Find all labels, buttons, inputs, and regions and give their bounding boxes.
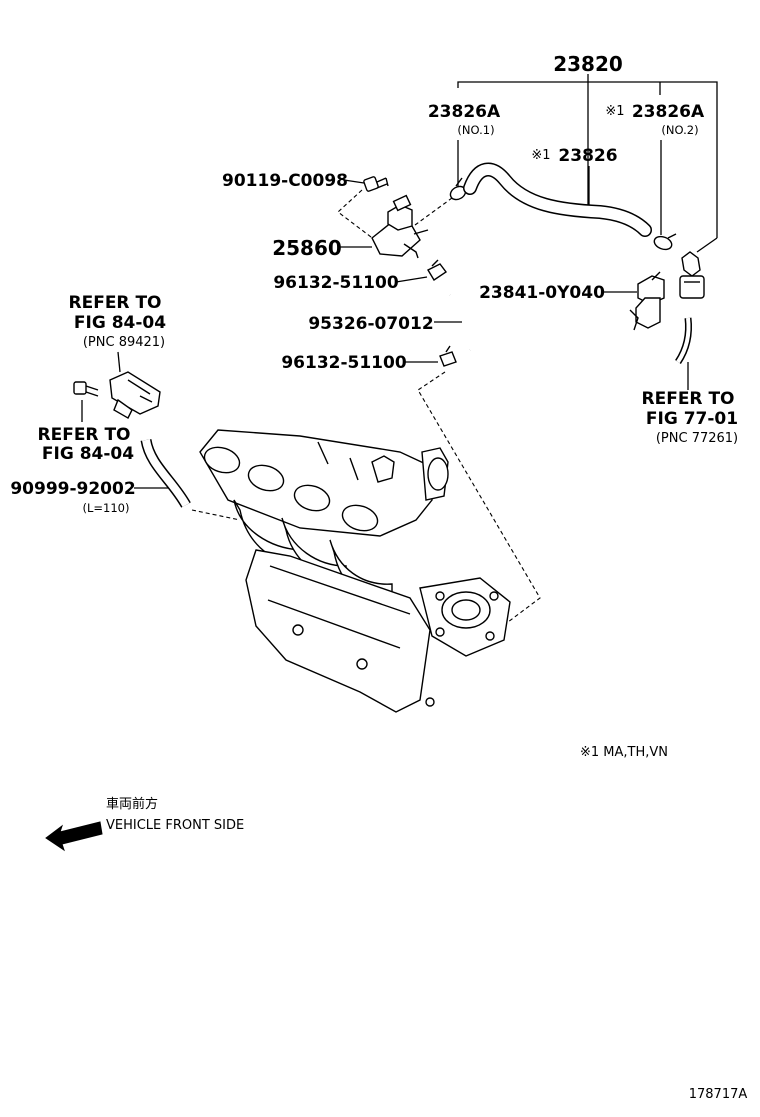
hose-95326-icon	[447, 291, 483, 353]
label-23826a-no1: 23826A	[428, 102, 501, 122]
label-refer3-l2: FIG 77-01	[646, 409, 738, 429]
front-direction-arrow-icon	[45, 821, 103, 852]
leader-96132-a	[395, 276, 428, 283]
bolt-left-icon	[73, 381, 99, 397]
label-front-en: VEHICLE FRONT SIDE	[106, 818, 244, 833]
labels: 23820 23826A (NO.1) ※1 23826A (NO.2) ※1 …	[10, 52, 747, 1102]
leader-23820-connector	[696, 237, 718, 253]
label-23820: 23820	[553, 52, 623, 76]
label-refer1-l2: FIG 84-04	[74, 313, 166, 333]
clamp-96132-a-icon	[427, 259, 448, 281]
figure-id: 178717A	[689, 1087, 748, 1102]
leader-refer-89421	[117, 351, 121, 373]
label-refer1-l1: REFER TO	[69, 293, 162, 313]
vsv-valve-25860-icon	[371, 194, 429, 259]
bolt-90119-icon	[363, 176, 389, 192]
assembly-dashed-lines	[191, 189, 541, 629]
label-refer1-l3: (PNC 89421)	[83, 335, 165, 350]
intake-manifold-icon	[199, 429, 511, 713]
label-25860: 25860	[272, 236, 342, 260]
label-90999: 90999-92002	[10, 479, 135, 499]
label-refer2-l1: REFER TO	[38, 425, 131, 445]
label-23826a-no2-sub: (NO.2)	[661, 123, 698, 137]
valve-23841-icon	[629, 271, 665, 331]
label-90119: 90119-C0098	[222, 171, 348, 191]
hose-23826-icon	[463, 162, 652, 237]
label-23826a-no1-sub: (NO.1)	[457, 123, 494, 137]
label-refer3-l3: (PNC 77261)	[656, 431, 738, 446]
connector-23820-icon	[679, 251, 705, 299]
label-23826a-no2-mark: ※1	[605, 104, 624, 119]
label-23841: 23841-0Y040	[479, 283, 605, 303]
sensor-89421-icon	[109, 371, 161, 419]
clamp-96132-b-icon	[439, 345, 457, 367]
dash-hose-to-manifold-left	[191, 509, 241, 521]
label-96132-b: 96132-51100	[281, 353, 407, 373]
label-refer3-l1: REFER TO	[642, 389, 735, 409]
clamp-23826a-no2-icon	[653, 233, 677, 251]
label-front-jp: 車両前方	[106, 796, 158, 812]
label-23826-mark: ※1	[531, 148, 550, 163]
dash-bolt-to-vsv	[337, 189, 376, 241]
dash-vsv-to-clamp	[414, 197, 453, 226]
hose-90999-icon	[140, 438, 191, 508]
dash-hose-to-manifold	[417, 371, 541, 629]
label-refer2-l2: FIG 84-04	[42, 444, 134, 464]
label-23826: 23826	[558, 146, 617, 166]
note-applicability: ※1 MA,TH,VN	[580, 745, 668, 760]
leader-lines	[81, 74, 718, 489]
label-96132-a: 96132-51100	[273, 273, 399, 293]
leader-90119	[343, 179, 365, 184]
label-95326: 95326-07012	[308, 314, 433, 334]
label-23826a-no2: 23826A	[632, 102, 705, 122]
label-90999-sub: (L=110)	[83, 501, 130, 515]
hose-refer-77-icon	[675, 317, 692, 364]
